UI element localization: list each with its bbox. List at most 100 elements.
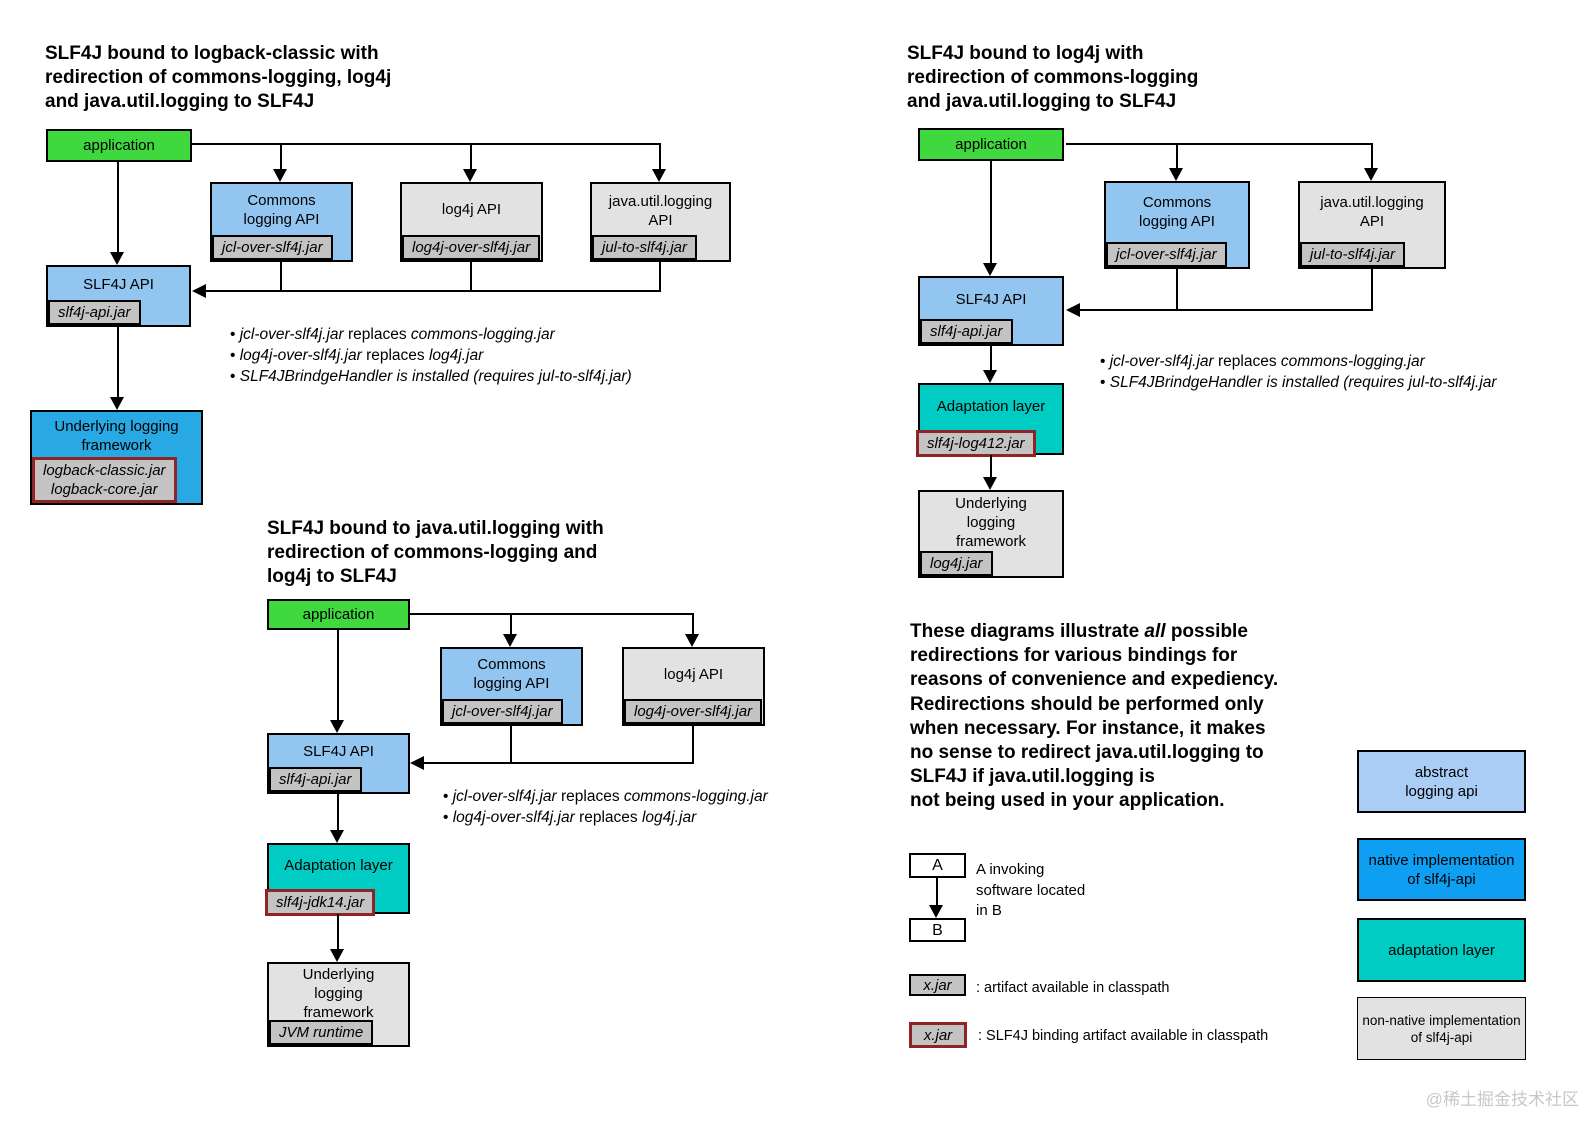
diagram1-app-to-slf4j-line bbox=[117, 162, 119, 252]
legend-native-impl-label: native implementation of slf4j-api bbox=[1368, 851, 1515, 888]
diagram2-collector-line bbox=[1371, 269, 1373, 310]
diagram3-slf4j-to-adaptation-line bbox=[337, 794, 339, 830]
diagram3-adaptation-box: Adaptation layer slf4j-jdk14.jar bbox=[265, 843, 410, 916]
legend-abstract-api-box: abstract logging api bbox=[1357, 750, 1526, 813]
diagram3-app-branch-line bbox=[410, 613, 694, 615]
legend-non-native-box: non-native implementation of slf4j-api bbox=[1357, 997, 1526, 1060]
diagram2-jul-api-label: java.util.logging API bbox=[1320, 194, 1424, 230]
diagram3-application-label: application bbox=[302, 606, 375, 623]
diagram1-log4j-api-box: log4j API log4j-over-slf4j.jar bbox=[400, 182, 543, 262]
diagram3-adaptation-jar: slf4j-jdk14.jar bbox=[265, 889, 376, 916]
diagram1-log4j-api-label: log4j API bbox=[441, 201, 502, 218]
watermark: @稀土掘金技术社区 bbox=[1425, 1090, 1579, 1109]
diagram1-underlying-label: Underlying logging framework bbox=[54, 418, 179, 454]
legend-adaptation-label: adaptation layer bbox=[1388, 941, 1495, 959]
legend-box-b: B bbox=[909, 918, 966, 942]
legend-native-impl-box: native implementation of slf4j-api bbox=[1357, 838, 1526, 901]
diagram1-slf4j-jar: slf4j-api.jar bbox=[48, 300, 141, 325]
arrowhead-down-icon bbox=[1169, 168, 1183, 181]
diagram3-collector-line bbox=[510, 726, 512, 763]
diagram2-application-box: application bbox=[918, 128, 1064, 161]
diagram2-adaptation-to-underlying-line bbox=[990, 455, 992, 477]
diagram2-commons-api-label: Commons logging API bbox=[1139, 194, 1215, 230]
diagram1-collector-line bbox=[470, 262, 472, 291]
diagram3-drop-log4j-line bbox=[692, 613, 694, 634]
legend-binding-xjar-box: x.jar bbox=[909, 1022, 967, 1048]
diagram1-application-box: application bbox=[46, 129, 192, 162]
arrowhead-left-icon bbox=[1066, 303, 1080, 317]
legend-xjar-label: x.jar bbox=[923, 976, 952, 994]
diagram2-slf4j-to-adaptation-line bbox=[990, 346, 992, 370]
diagram2-underlying-label: Underlying logging framework bbox=[955, 495, 1027, 550]
diagram2-collector-line bbox=[1176, 269, 1178, 310]
arrowhead-down-icon bbox=[110, 397, 124, 410]
legend-binding-description: : SLF4J binding artifact available in cl… bbox=[978, 1028, 1269, 1044]
arrowhead-down-icon bbox=[110, 252, 124, 265]
diagram2-slf4j-api-label: SLF4J API bbox=[955, 290, 1027, 308]
diagram3-collector-line bbox=[424, 762, 694, 764]
diagram2-jul-api-box: java.util.logging API jul-to-slf4j.jar bbox=[1298, 181, 1446, 269]
diagram1-collector-line bbox=[659, 262, 661, 291]
arrowhead-left-icon bbox=[410, 756, 424, 770]
diagram2-commons-jar: jcl-over-slf4j.jar bbox=[1106, 242, 1227, 267]
diagram3-log4j-jar: log4j-over-slf4j.jar bbox=[624, 699, 763, 724]
diagram1-collector-line bbox=[206, 290, 661, 292]
diagram1-commons-api-label: Commons logging API bbox=[243, 192, 320, 228]
diagram2-underlying-box: Underlying logging framework log4j.jar bbox=[918, 490, 1064, 578]
diagram1-slf4j-to-underlying-line bbox=[117, 327, 119, 397]
legend-binding-xjar-label: x.jar bbox=[923, 1026, 953, 1044]
diagram1-drop-log4j-line bbox=[470, 143, 472, 169]
legend-adaptation-box: adaptation layer bbox=[1357, 918, 1526, 982]
diagram2-underlying-jar: log4j.jar bbox=[920, 551, 993, 576]
diagram3-commons-api-label: Commons logging API bbox=[473, 656, 550, 692]
legend-a-label: A bbox=[932, 857, 943, 874]
diagram3-commons-api-box: Commons logging API jcl-over-slf4j.jar bbox=[440, 647, 583, 726]
diagram3-slf4j-jar: slf4j-api.jar bbox=[269, 767, 362, 792]
diagram1-drop-commons-line bbox=[280, 143, 282, 169]
diagram1-underlying-jar: logback-classic.jar logback-core.jar bbox=[32, 457, 177, 503]
arrowhead-down-icon bbox=[983, 477, 997, 490]
diagram1-app-branch-line bbox=[192, 143, 661, 145]
diagram3-adaptation-label: Adaptation layer bbox=[284, 857, 393, 874]
arrowhead-down-icon bbox=[983, 263, 997, 276]
diagram2-drop-commons-line bbox=[1176, 143, 1178, 168]
diagram1-commons-api-box: Commons logging API jcl-over-slf4j.jar bbox=[210, 182, 353, 262]
legend-invoke-description: A invoking software located in B bbox=[976, 861, 1086, 919]
legend-b-label: B bbox=[932, 921, 943, 939]
diagram3-drop-commons-line bbox=[510, 613, 512, 634]
diagram1-jul-api-box: java.util.logging API jul-to-slf4j.jar bbox=[590, 182, 731, 262]
diagram1-commons-jar: jcl-over-slf4j.jar bbox=[212, 235, 333, 260]
arrowhead-down-icon bbox=[983, 370, 997, 383]
diagram1-application-label: application bbox=[83, 137, 155, 154]
diagram1-collector-line bbox=[280, 262, 282, 291]
diagram2-commons-api-box: Commons logging API jcl-over-slf4j.jar bbox=[1104, 181, 1250, 269]
diagram2-slf4j-api-box: SLF4J API slf4j-api.jar bbox=[918, 276, 1064, 346]
diagram3-application-box: application bbox=[267, 599, 410, 630]
diagram2-app-branch-line bbox=[1066, 143, 1373, 145]
diagram2-slf4j-jar: slf4j-api.jar bbox=[920, 319, 1013, 344]
diagram3-underlying-label: Underlying logging framework bbox=[302, 965, 375, 1021]
diagram3-log4j-api-box: log4j API log4j-over-slf4j.jar bbox=[622, 647, 765, 726]
diagram1-jul-jar: jul-to-slf4j.jar bbox=[592, 235, 698, 260]
arrowhead-down-icon bbox=[652, 169, 666, 182]
diagram2-collector-line bbox=[1080, 309, 1373, 311]
arrowhead-down-icon bbox=[330, 720, 344, 733]
diagram2-jul-jar: jul-to-slf4j.jar bbox=[1300, 242, 1406, 267]
diagram3-title: SLF4J bound to java.util.logging with re… bbox=[267, 518, 604, 587]
legend-artifact-description: : artifact available in classpath bbox=[976, 980, 1170, 996]
arrowhead-down-icon bbox=[503, 634, 517, 647]
legend-box-a: A bbox=[909, 853, 966, 878]
diagram2-bullets: • jcl-over-slf4j.jar replaces commons-lo… bbox=[1100, 353, 1497, 391]
diagram2-adaptation-jar: slf4j-log412.jar bbox=[916, 430, 1036, 457]
diagram2-app-to-slf4j-line bbox=[990, 161, 992, 263]
diagram1-underlying-box: Underlying logging framework logback-cla… bbox=[30, 410, 203, 505]
diagram1-drop-jul-line bbox=[659, 143, 661, 169]
diagram1-jul-api-label: java.util.logging API bbox=[608, 192, 713, 229]
diagram3-log4j-api-label: log4j API bbox=[663, 665, 724, 683]
diagram3-slf4j-api-label: SLF4J API bbox=[303, 743, 374, 760]
diagram1-slf4j-api-box: SLF4J API slf4j-api.jar bbox=[46, 265, 191, 327]
arrowhead-down-icon bbox=[273, 169, 287, 182]
diagram3-collector-line bbox=[692, 726, 694, 763]
arrowhead-down-icon bbox=[1364, 168, 1378, 181]
